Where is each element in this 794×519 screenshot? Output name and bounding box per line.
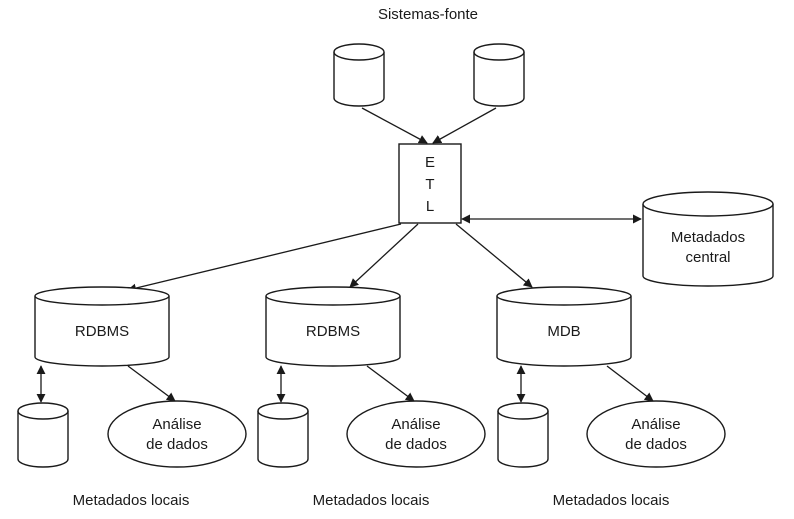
analysis-label-3-line2: de dados	[625, 436, 687, 453]
analysis-label-1-line2: de dados	[146, 436, 208, 453]
central-metadata-label-line2: central	[685, 249, 730, 266]
edge-source1-etl	[361, 107, 428, 144]
local-metadata-cylinder-2	[257, 402, 309, 468]
edge-rdbms2-analysis	[366, 365, 415, 402]
etl-letter-t: T	[425, 176, 434, 193]
edge-etl-branch3	[455, 223, 533, 288]
source-systems-title: Sistemas-fonte	[378, 6, 478, 23]
etl-box: E T L	[398, 143, 462, 224]
rdbms-label-2: RDBMS	[306, 323, 360, 340]
local-metadata-cylinder-1	[17, 402, 69, 468]
edge-mdb-analysis	[606, 365, 654, 402]
analysis-label-2-line1: Análise	[391, 416, 440, 433]
rdbms-cylinder-2: RDBMS	[265, 286, 401, 367]
etl-letter-l: L	[426, 198, 434, 215]
rdbms-cylinder-1: RDBMS	[34, 286, 170, 367]
mdb-cylinder: MDB	[496, 286, 632, 367]
central-metadata-label-line1: Metadados	[671, 229, 745, 246]
edge-etl-branch2	[349, 223, 419, 288]
branch-2: RDBMS Análise de dados Metadados locais	[257, 286, 486, 509]
analysis-ellipse-2: Análise de dados	[346, 400, 486, 468]
source-system-cylinder-2	[473, 43, 525, 107]
mdb-label: MDB	[547, 323, 580, 340]
edge-source2-etl	[432, 107, 497, 144]
edge-etl-branch1	[127, 223, 402, 293]
branch-3: MDB Análise de dados Metadados locais	[496, 286, 726, 509]
etl-letter-e: E	[425, 154, 435, 171]
analysis-label-2-line2: de dados	[385, 436, 447, 453]
local-metadata-caption-2: Metadados locais	[313, 492, 430, 509]
central-metadata-cylinder: Metadados central	[642, 191, 774, 287]
edge-rdbms1-analysis	[127, 365, 176, 402]
branch-1: RDBMS Análise de dados Metadados locais	[17, 286, 247, 509]
rdbms-label-1: RDBMS	[75, 323, 129, 340]
local-metadata-caption-1: Metadados locais	[73, 492, 190, 509]
source-system-cylinder-1	[333, 43, 385, 107]
analysis-ellipse-3: Análise de dados	[586, 400, 726, 468]
local-metadata-cylinder-3	[497, 402, 549, 468]
analysis-ellipse-1: Análise de dados	[107, 400, 247, 468]
analysis-label-1-line1: Análise	[152, 416, 201, 433]
analysis-label-3-line1: Análise	[631, 416, 680, 433]
local-metadata-caption-3: Metadados locais	[553, 492, 670, 509]
